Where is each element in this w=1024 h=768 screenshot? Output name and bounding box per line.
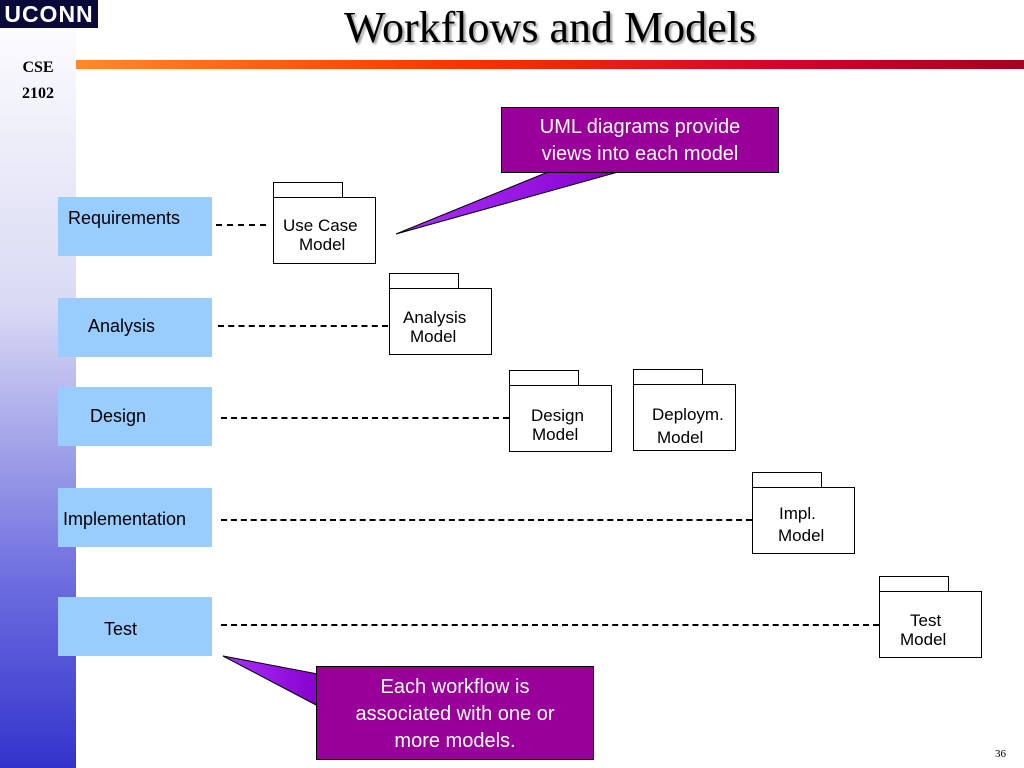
workflow-design: Design	[58, 387, 212, 446]
callout-line: views into each model	[541, 143, 739, 165]
workflow-label: Implementation	[63, 509, 187, 529]
uconn-logo: UCONN	[0, 0, 98, 28]
package-body: Design Model	[509, 385, 612, 452]
connector-analysis	[218, 325, 388, 327]
uml-callout-pointer	[395, 171, 619, 235]
package-label-line1: Analysis	[403, 308, 467, 327]
title-underline-bar	[76, 60, 1024, 69]
connector-requirements	[216, 224, 266, 226]
package-body: Use Case Model	[273, 197, 376, 264]
course-code-line2: 2102	[22, 85, 54, 102]
connector-implementation	[221, 519, 752, 521]
package-label-line2: Model	[900, 630, 947, 649]
package-label-line2: Model	[657, 428, 704, 447]
package-label-line1: Impl.	[779, 504, 816, 523]
workflow-implementation: Implementation	[58, 488, 212, 547]
workflow-requirements: Requirements	[58, 197, 212, 256]
package-label-line2: Model	[532, 425, 579, 444]
package-body: Impl. Model	[752, 487, 855, 554]
connector-test	[221, 624, 879, 626]
callout-line: more models.	[394, 730, 516, 752]
course-code-line1: CSE	[22, 59, 54, 76]
callout-line: associated with one or	[355, 703, 555, 725]
package-label-line1: Test	[910, 611, 942, 630]
workflow-test: Test	[58, 597, 212, 656]
connector-design	[221, 417, 509, 419]
package-label-line2: Model	[410, 327, 457, 346]
package-label-line1: Deploym.	[652, 405, 724, 424]
workflow-label: Test	[104, 619, 138, 639]
workflow-label: Requirements	[68, 208, 181, 228]
package-label-line1: Design	[531, 406, 584, 425]
course-code: CSE 2102	[0, 55, 76, 107]
workflow-callout: Each workflow is associated with one or …	[316, 666, 594, 760]
workflow-analysis: Analysis	[58, 298, 212, 357]
callout-line: UML diagrams provide	[539, 116, 741, 138]
package-label-line2: Model	[299, 235, 346, 254]
uml-callout: UML diagrams provide views into each mod…	[501, 107, 779, 173]
package-body: Test Model	[879, 591, 982, 658]
workflow-label: Design	[90, 406, 147, 426]
callout-line: Each workflow is	[380, 676, 530, 698]
package-label-line1: Use Case	[283, 216, 358, 235]
workflow-callout-pointer	[222, 655, 319, 707]
page-number: 36	[995, 748, 1006, 760]
package-body: Analysis Model	[389, 288, 492, 355]
package-body: Deploym. Model	[633, 384, 736, 451]
workflow-label: Analysis	[88, 316, 156, 336]
slide-title: Workflows and Models	[344, 3, 756, 52]
package-label-line2: Model	[778, 526, 825, 545]
